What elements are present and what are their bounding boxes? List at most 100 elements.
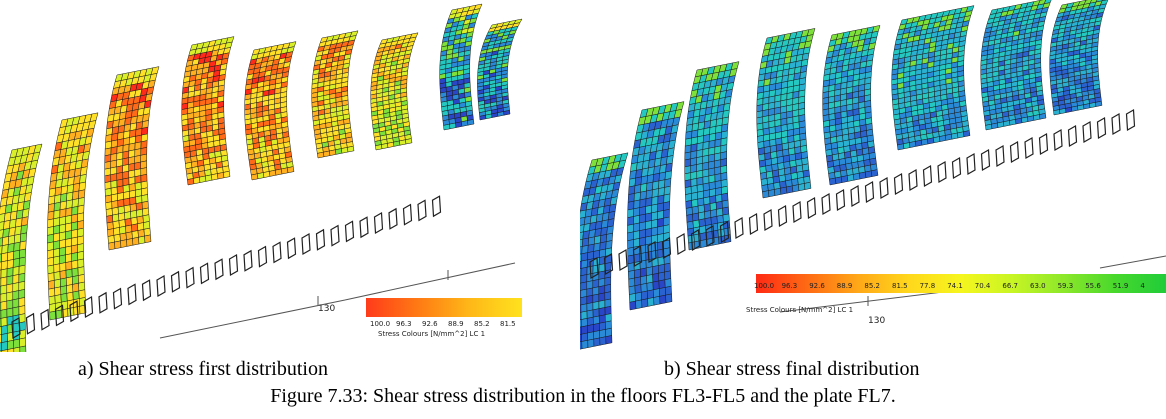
mesh-cell: [18, 256, 26, 267]
legend-tick-label: 66.7: [1002, 282, 1018, 290]
mesh-cell: [1015, 117, 1023, 125]
mesh-cell: [592, 308, 600, 318]
mesh-cell: [0, 260, 8, 271]
mesh-cell: [645, 212, 652, 223]
box-section-outline: [777, 205, 788, 227]
mesh-cell: [963, 130, 971, 138]
mesh-cell: [6, 267, 14, 278]
mesh-cell: [65, 253, 72, 263]
mesh-cell: [651, 249, 659, 260]
mesh-cell: [939, 135, 947, 142]
mesh-cell: [915, 139, 923, 147]
mesh-cell: [347, 145, 355, 153]
mesh-cell: [657, 194, 665, 205]
mesh-cell: [77, 250, 84, 261]
box-section-outline: [603, 253, 614, 275]
mesh-cell: [593, 337, 601, 347]
mesh-cell: [641, 298, 649, 308]
box-section-outline: [850, 185, 860, 207]
mesh-cell: [341, 147, 349, 154]
mesh-cell: [387, 141, 395, 148]
box-section-outline: [402, 203, 413, 226]
mesh-cell: [657, 210, 664, 220]
mesh-cell: [587, 324, 594, 334]
mesh-cell: [47, 280, 55, 290]
mesh-cell: [646, 281, 654, 292]
mesh-cell: [455, 121, 463, 128]
mesh-cell: [65, 230, 72, 240]
mesh-cell: [586, 287, 594, 297]
mesh-cell: [664, 270, 672, 281]
mesh-cell: [627, 270, 635, 280]
box-section-outline: [705, 225, 715, 247]
mesh-cell: [59, 223, 66, 234]
rib-panel: [0, 143, 43, 352]
mesh-cell: [652, 288, 660, 298]
mesh-cell: [651, 219, 658, 229]
mesh-cell: [71, 213, 79, 224]
legend-tick-label: 55.6: [1085, 282, 1101, 290]
legend-tick-label: 96.3: [782, 282, 798, 290]
mesh-cell: [780, 186, 788, 195]
mesh-cell: [635, 299, 643, 310]
box-section-outline: [257, 245, 268, 268]
mesh-cell: [664, 278, 672, 288]
mesh-cell: [323, 150, 331, 158]
mesh-cell: [645, 235, 652, 246]
mesh-cell: [599, 329, 607, 339]
mesh-cell: [6, 307, 14, 318]
rib-panel: [627, 101, 685, 311]
mesh-cell: [48, 303, 56, 313]
mesh-cell: [580, 296, 588, 306]
mesh-cell: [605, 327, 613, 337]
mesh-cell: [768, 189, 776, 198]
mesh-cell: [13, 233, 22, 244]
mesh-cell: [53, 240, 60, 250]
box-section-outline: [763, 209, 773, 231]
mesh-cell: [1065, 106, 1073, 113]
mesh-cell: [65, 261, 73, 271]
mesh-cell: [951, 132, 959, 140]
mesh-cell: [60, 285, 68, 295]
mesh-cell: [804, 181, 812, 190]
mesh-cell: [726, 82, 735, 91]
box-section-outline: [228, 254, 239, 276]
mesh-cell: [59, 262, 67, 272]
mesh-cell: [205, 174, 213, 182]
box-section-outline: [937, 161, 947, 183]
mesh-cell: [627, 216, 634, 226]
box-section-outline: [690, 229, 701, 251]
mesh-cell: [1095, 100, 1103, 107]
rib-panel: [684, 61, 740, 251]
mesh-cell: [393, 140, 401, 147]
mesh-cell: [53, 255, 60, 266]
mesh-cell: [633, 238, 640, 248]
mesh-cell: [798, 183, 806, 192]
mesh-cell: [78, 289, 86, 299]
box-section-outline: [864, 181, 875, 203]
mesh-cell: [12, 257, 20, 268]
mesh-cell: [47, 218, 55, 228]
mesh-cell: [663, 224, 670, 234]
mesh-cell: [399, 139, 407, 146]
mesh-cell: [581, 339, 589, 350]
mesh-cell: [580, 288, 588, 298]
legend-tick-label: 85.2: [864, 282, 880, 290]
mesh-cell: [1, 341, 9, 352]
mesh-cell: [256, 172, 265, 180]
box-section-outline: [54, 304, 65, 327]
mesh-cell: [65, 237, 72, 248]
mesh-cell: [639, 267, 647, 278]
mesh-cell: [581, 332, 589, 342]
box-section-outline: [417, 199, 427, 222]
mesh-cell: [72, 290, 80, 301]
mesh-cell: [114, 240, 122, 250]
mesh-cell: [604, 284, 612, 294]
mesh-cell: [586, 302, 594, 312]
mesh-cell: [592, 286, 600, 296]
mesh-cell: [53, 248, 60, 258]
mesh-cell: [14, 225, 22, 236]
